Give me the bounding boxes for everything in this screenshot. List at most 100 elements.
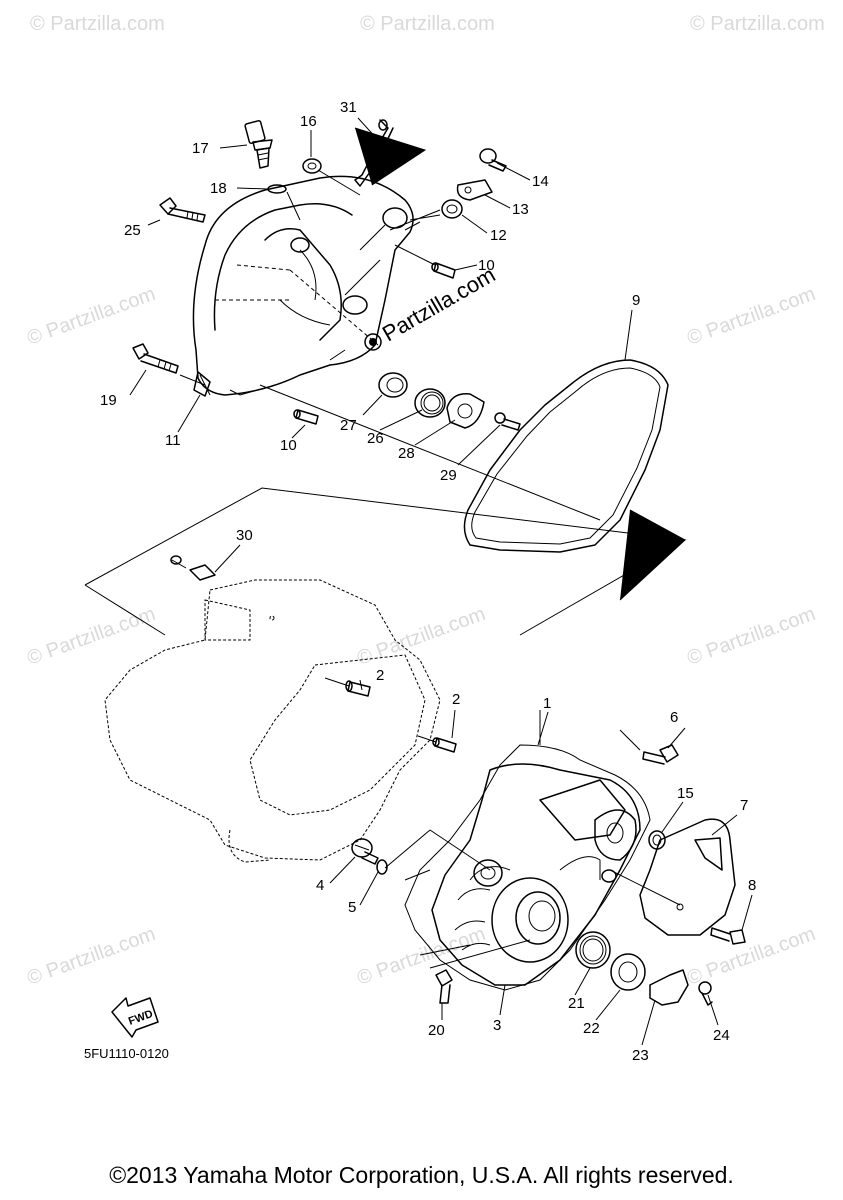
cover-detail xyxy=(279,224,386,326)
oil-seal xyxy=(378,372,408,398)
screw xyxy=(479,148,507,172)
callout-label: 28 xyxy=(398,445,415,462)
callout-label: 5 xyxy=(348,899,356,916)
callout-label: 12 xyxy=(490,227,507,244)
dowel-pin xyxy=(293,409,319,425)
callout-label: 31 xyxy=(340,99,357,116)
callout-label: 19 xyxy=(100,392,117,409)
callout-label: 11 xyxy=(165,432,181,449)
callout-label: 13 xyxy=(512,201,529,218)
engine-ghost-outline xyxy=(104,579,441,863)
bolt xyxy=(710,927,746,945)
cover-hole xyxy=(676,903,684,911)
dowel-pin xyxy=(432,737,457,753)
leader xyxy=(324,677,350,687)
bearing-retainer xyxy=(446,393,485,429)
callout-label: 23 xyxy=(632,1047,649,1064)
bearing xyxy=(575,931,611,969)
callout-label: 16 xyxy=(300,113,317,130)
cover-gasket xyxy=(463,359,669,553)
callout-label: 10 xyxy=(280,437,297,454)
catalog-code: 5FU1110-0120 xyxy=(84,1046,169,1061)
lower-gasket xyxy=(404,744,651,991)
bolt xyxy=(159,197,206,223)
crankcase-cover xyxy=(192,175,414,396)
callout-label: 20 xyxy=(428,1022,445,1039)
callout-label: 27 xyxy=(340,417,357,434)
plug xyxy=(302,158,322,174)
bolt xyxy=(619,729,679,765)
oil-seal xyxy=(441,199,463,219)
callout-label: 14 xyxy=(532,173,549,190)
oil-seal xyxy=(648,830,666,850)
plate xyxy=(456,179,493,201)
callout-label: 1 xyxy=(543,695,551,712)
callout-label: 18 xyxy=(210,180,227,197)
crankcase-cover-lower xyxy=(404,744,651,991)
sprocket-cover xyxy=(639,818,736,936)
watermark-center: Partzilla.com xyxy=(378,262,500,347)
watermark: © Partzilla.com xyxy=(690,13,825,35)
watermark: © Partzilla.com xyxy=(30,13,165,35)
alignment-lines xyxy=(179,127,686,601)
leader xyxy=(417,735,437,743)
callout-label: 26 xyxy=(367,430,384,447)
callout-label: 24 xyxy=(713,1027,730,1044)
sprocket-cover-window xyxy=(694,837,723,871)
callout-label: 17 xyxy=(192,140,209,157)
watermark: © Partzilla.com xyxy=(684,603,818,670)
callout-label: 10 xyxy=(478,257,495,274)
cover-inner-rim xyxy=(213,203,353,331)
bolt xyxy=(435,969,453,1004)
o-ring xyxy=(376,859,388,875)
bracket xyxy=(170,555,216,581)
retainer-plate xyxy=(649,969,689,1006)
dowel-pin xyxy=(345,680,371,697)
callout-label: 15 xyxy=(677,785,694,802)
oil-filler-cap xyxy=(244,119,273,169)
callout-label: 8 xyxy=(748,877,756,894)
bolt xyxy=(132,343,179,374)
callout-labels: 1 2 2 3 4 5 6 7 8 9 10 10 11 12 13 14 15… xyxy=(100,99,756,1064)
watermark: © Partzilla.com xyxy=(24,603,158,670)
callout-label: 22 xyxy=(583,1020,600,1037)
watermark: © Partzilla.com xyxy=(354,923,488,990)
watermark: © Partzilla.com xyxy=(24,923,158,990)
cover-boss xyxy=(342,295,368,315)
callout-label: 25 xyxy=(124,222,141,239)
engine-reference-frame xyxy=(84,487,687,636)
cover-flange xyxy=(199,221,421,396)
watermark: © Partzilla.com xyxy=(360,13,495,35)
cover-rib xyxy=(264,228,342,341)
callout-label: 21 xyxy=(568,995,585,1012)
watermark: © Partzilla.com xyxy=(684,283,818,350)
copyright-notice: ©2013 Yamaha Motor Corporation, U.S.A. A… xyxy=(109,1162,734,1188)
callout-label: 29 xyxy=(440,467,457,484)
callout-label: 9 xyxy=(632,292,640,309)
partzilla-logo-icon: Partzilla.com xyxy=(364,262,500,351)
watermark: © Partzilla.com xyxy=(354,603,488,670)
hose-clamp xyxy=(378,119,388,131)
callout-label: 2 xyxy=(376,667,384,684)
callout-leaders xyxy=(129,117,753,1046)
callout-label: 4 xyxy=(316,877,324,894)
fwd-arrow-icon: FWD xyxy=(111,997,159,1038)
dowel-pin xyxy=(431,262,456,279)
watermark: © Partzilla.com xyxy=(24,283,158,350)
callout-label: 30 xyxy=(236,527,253,544)
oil-seal xyxy=(610,953,646,991)
screw xyxy=(494,412,521,431)
gasket-inner xyxy=(471,367,661,545)
bearing xyxy=(414,388,446,418)
drain-plug xyxy=(351,838,379,865)
upper-cover-assembly xyxy=(132,119,521,431)
cover-boss xyxy=(290,237,310,253)
callout-label: 7 xyxy=(740,797,748,814)
callout-label: 3 xyxy=(493,1017,501,1034)
callout-label: 2 xyxy=(452,691,460,708)
watermark: © Partzilla.com xyxy=(684,923,818,990)
cover-tab xyxy=(193,371,211,397)
leader-lines-lower xyxy=(359,679,681,969)
callout-label: 6 xyxy=(670,709,678,726)
